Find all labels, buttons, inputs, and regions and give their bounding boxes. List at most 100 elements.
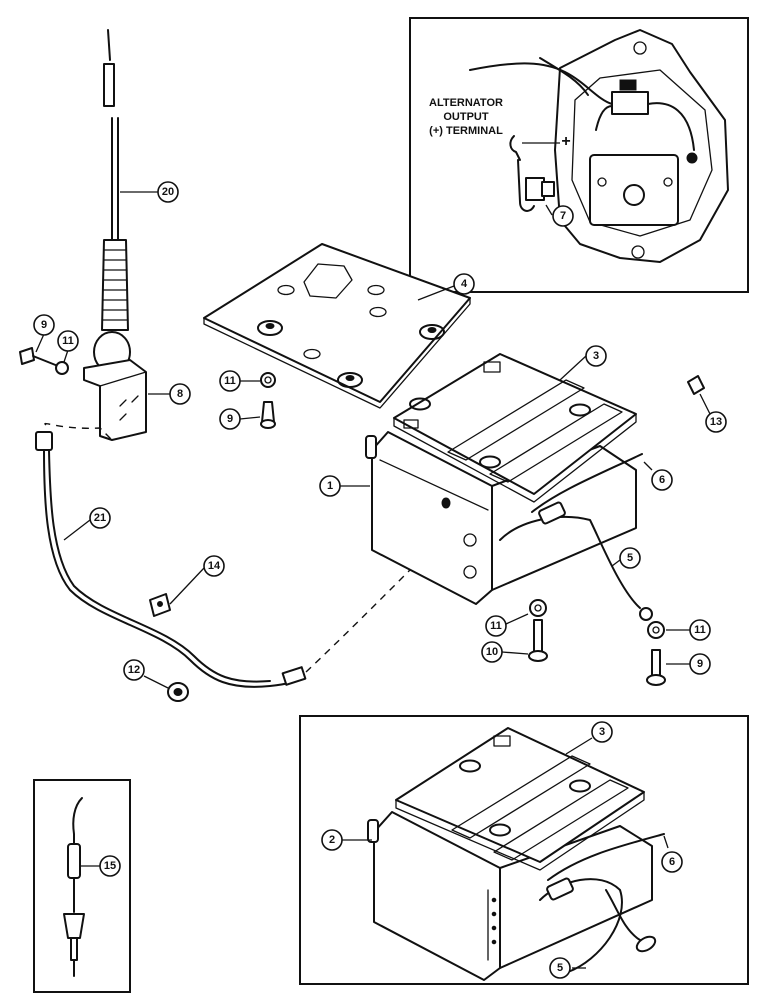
radio-lock-washer-left-hole xyxy=(534,604,542,612)
callout-11b-circle xyxy=(219,370,241,392)
capacitor-lead xyxy=(517,159,535,212)
radio-bolt-right-head xyxy=(646,674,666,686)
callout-5a-leader xyxy=(611,559,621,567)
antenna-bracket xyxy=(83,359,147,441)
cable-connector-end xyxy=(281,666,307,686)
callout-9a-circle xyxy=(33,314,55,336)
inset-tray-rib-2 xyxy=(493,779,629,861)
alternator-label-line3: (+) TERMINAL xyxy=(429,125,503,137)
mounting-plate-cutout xyxy=(303,263,353,299)
callout-5b-circle xyxy=(549,957,571,979)
plate-stud-2-hole xyxy=(427,327,437,333)
antenna-cable xyxy=(43,449,305,688)
bracket-slot-2 xyxy=(131,395,139,403)
antenna-bracket-fold xyxy=(99,371,147,387)
regulator-center-hole xyxy=(623,184,645,206)
callout-4-circle xyxy=(453,273,475,295)
callout-10-circle xyxy=(481,641,503,663)
callout-21-leader xyxy=(63,519,91,541)
alternator-mount-hole-bottom xyxy=(631,245,645,259)
callout-14-leader xyxy=(169,567,205,605)
mounting-plate-edge xyxy=(203,297,471,409)
callout-7-circle xyxy=(552,205,574,227)
lead-inset-frame xyxy=(33,779,131,993)
radio-left-knob-2 xyxy=(463,565,477,579)
callout-5a: 5 xyxy=(627,552,633,564)
antenna-tip xyxy=(107,29,111,61)
inset-vent-dot-2 xyxy=(491,911,497,917)
callout-6a-leader xyxy=(643,461,653,471)
callout-13: 13 xyxy=(710,416,722,428)
callout-10: 10 xyxy=(486,646,498,658)
plate-hole-1 xyxy=(277,284,295,296)
callout-11d-circle xyxy=(689,619,711,641)
plate-screw-head xyxy=(260,419,276,429)
callout-21: 21 xyxy=(94,512,106,524)
tray-screw-3 xyxy=(569,403,591,417)
radio-ground-strap xyxy=(499,515,641,609)
callout-14-circle xyxy=(203,555,225,577)
plate-lock-washer xyxy=(260,372,276,388)
callout-15-circle xyxy=(99,855,121,877)
plate-hole-3 xyxy=(303,348,321,360)
callout-11a-leader xyxy=(63,349,69,363)
radio-left-knob-1 xyxy=(463,533,477,547)
inset-fuse-holder xyxy=(546,877,574,901)
capacitor-clip xyxy=(541,181,555,197)
antenna-cable-edge xyxy=(48,449,271,683)
callout-6a: 6 xyxy=(659,474,665,486)
callout-9a: 9 xyxy=(41,319,47,331)
callout-11b: 11 xyxy=(224,375,236,387)
callout-3a-circle xyxy=(585,345,607,367)
radio-tray-edge xyxy=(393,413,637,503)
callout-12-leader xyxy=(143,675,169,689)
callout-13-circle xyxy=(705,411,727,433)
callout-4: 4 xyxy=(461,278,468,290)
callout-5b: 5 xyxy=(557,962,563,974)
callout-13-leader xyxy=(699,393,711,415)
inset-power-lead xyxy=(547,833,665,881)
inset-tray-screw-1 xyxy=(459,759,481,773)
radio-antenna-jack xyxy=(441,497,451,509)
alternator-mount-hole-top xyxy=(633,41,647,55)
inset-vent-dot-3 xyxy=(491,925,497,931)
cable-grommet-hole xyxy=(173,688,183,696)
tray-screw-2 xyxy=(479,455,501,469)
lead-suppressor-body xyxy=(67,843,81,879)
callout-10-leader xyxy=(501,651,529,655)
alternator-wire-left-lead xyxy=(595,105,613,131)
callout-20-circle xyxy=(157,181,179,203)
radio-bolt-left-shank xyxy=(533,619,543,653)
inset-tray-rib-1 xyxy=(451,755,591,839)
bracket-slot-1 xyxy=(119,399,127,407)
bracket-bolt-head xyxy=(19,347,35,365)
radio-tray-rib-2 xyxy=(489,403,623,483)
callout-8: 8 xyxy=(177,388,183,400)
callout-4-leader xyxy=(417,285,455,301)
callout-11d: 11 xyxy=(694,624,706,636)
callout-3a: 3 xyxy=(593,350,599,362)
tray-slot-1 xyxy=(483,361,501,373)
brush-holder xyxy=(611,91,649,115)
positive-terminal-sign: + xyxy=(561,133,570,150)
alternator-inner-ring xyxy=(571,69,713,237)
callout-9b: 9 xyxy=(227,413,233,425)
inset-ground-eyelet xyxy=(635,935,657,953)
inset-radio-side-knob xyxy=(367,819,379,843)
callout-7: 7 xyxy=(560,210,566,222)
plate-lock-washer-hole xyxy=(264,376,272,384)
clip-13-part: 13 xyxy=(687,375,727,433)
radio-fuse-holder xyxy=(538,501,566,525)
callout-6b: 6 xyxy=(669,856,675,868)
antenna-spring-coils xyxy=(101,249,129,321)
antenna-assembly: 9 11 20 8 xyxy=(19,29,191,441)
cable-connection-dash-top xyxy=(44,422,113,441)
callout-3a-leader xyxy=(559,355,587,381)
radio-inset-panel: 2 3 6 5 xyxy=(299,715,749,985)
tray-screw-1 xyxy=(409,397,431,411)
mounting-plate-assembly: 4 xyxy=(203,243,475,409)
bracket-lock-washer xyxy=(55,361,69,375)
callout-21-circle xyxy=(89,507,111,529)
callout-14: 14 xyxy=(208,560,221,572)
